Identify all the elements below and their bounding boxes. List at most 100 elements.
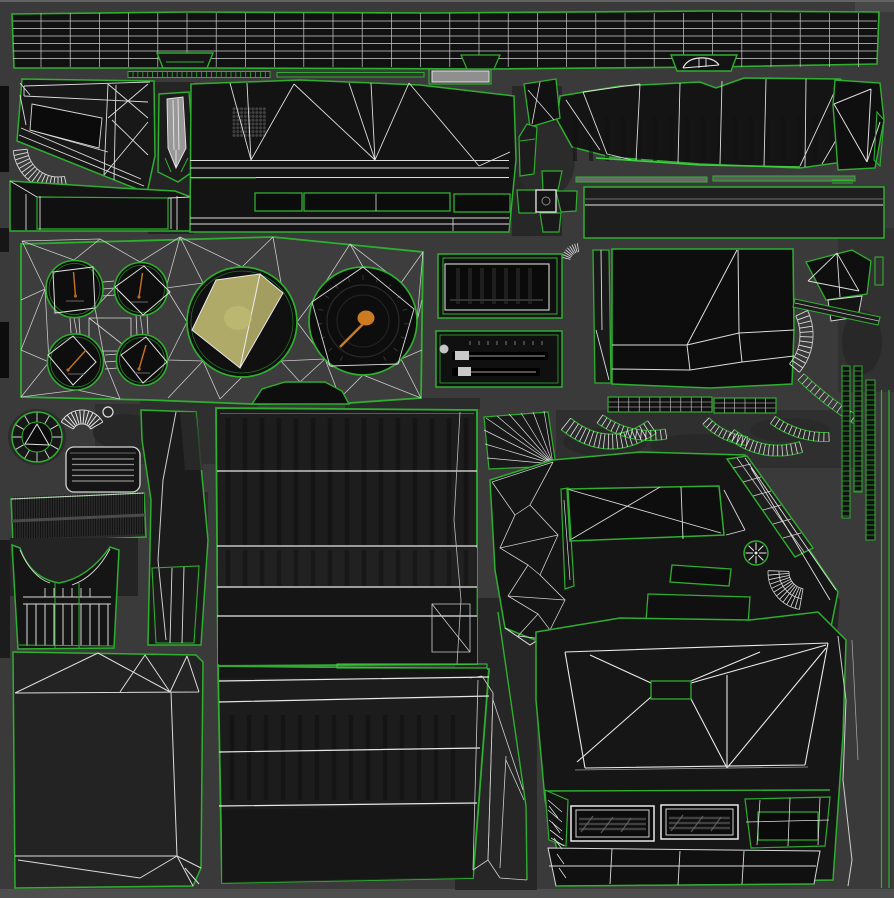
gauge-oil-hub <box>137 295 141 299</box>
doorlow-grille-1-streaks <box>580 815 632 834</box>
doorlow-pocket-dividers <box>549 848 816 886</box>
comb-bars <box>23 596 111 605</box>
ladder-strip-a-rungs <box>842 370 850 517</box>
vent-grid-b-lines <box>714 398 776 413</box>
door-right-wires <box>723 457 837 601</box>
doorlow-armrest-top <box>544 789 831 792</box>
door-rib-fan <box>767 570 804 610</box>
gauge-fuel-hub <box>66 368 70 372</box>
bench-pleats <box>573 115 833 161</box>
tray-recess <box>36 196 169 230</box>
vent-diag-strip-line <box>794 302 880 322</box>
shifter-boot-line <box>519 138 536 142</box>
wheel-hub <box>21 421 53 453</box>
comb-horn-left <box>19 549 51 584</box>
door-rib-fan-arcs <box>767 570 804 610</box>
seatback-side-wire <box>453 411 462 665</box>
cushion-gusset-wires <box>469 675 494 871</box>
window-crank-dot <box>754 551 758 555</box>
gauge-oil <box>113 261 169 317</box>
bpillar-wires <box>169 566 185 644</box>
door-window <box>566 485 725 542</box>
speedo-wire-pentagon <box>311 266 415 367</box>
doorlow-pocket-bottom <box>555 883 815 887</box>
gauge-temp-needle <box>138 344 147 370</box>
gauge-clock-ring <box>190 270 294 374</box>
seatback-pleats <box>225 418 469 546</box>
trim-strip <box>276 72 425 78</box>
heater-lever-2 <box>458 367 471 376</box>
bg-patch-left-a <box>0 86 9 172</box>
shifter-flap-top <box>541 170 563 191</box>
vent-grid-a-lines <box>608 397 712 412</box>
roof-handle-recess <box>669 54 739 72</box>
doorcard-panel <box>611 248 795 389</box>
ruler-ticks <box>132 72 266 77</box>
cushion-top-dark <box>219 668 487 678</box>
clock-tan-highlight <box>224 306 252 330</box>
doorlow-grille-2-streaks <box>670 814 722 833</box>
dashbox-panel <box>29 103 103 149</box>
seatback-seams <box>217 470 477 617</box>
comb-teeth <box>26 604 109 646</box>
roof-handle-wires <box>682 58 720 69</box>
ladder-strip-a <box>841 365 851 519</box>
speaker-top-edge <box>10 492 145 500</box>
wheel-spokes <box>12 412 62 462</box>
door-frame-sliver-wire <box>563 499 571 581</box>
roof-grid-cols <box>40 13 859 67</box>
mirror-wires <box>807 252 860 298</box>
doorlow-endcap <box>544 789 569 847</box>
doorlow-clip <box>650 680 692 700</box>
gauge-volts-needle <box>72 271 77 297</box>
roof-grid-island <box>11 10 880 70</box>
mirror-sliver <box>874 256 884 286</box>
door-edge-curve-b <box>851 639 859 761</box>
kick-green-edge <box>497 611 528 881</box>
dash-hlines <box>190 160 509 225</box>
floorpan-island <box>12 651 204 889</box>
bench-bottom-accent <box>595 157 801 168</box>
doorlow-switch-inner <box>757 811 819 841</box>
speedo-ring-thin <box>326 284 400 358</box>
speedo-hub <box>357 310 375 326</box>
corner-sliver <box>873 110 885 168</box>
shifter-knob <box>541 196 551 206</box>
dash-recess-ticks <box>375 194 454 231</box>
cushion-seams <box>218 676 490 807</box>
duct-arc-4 <box>727 429 803 456</box>
column-ribs <box>60 410 104 430</box>
vent-grid-b <box>713 397 777 414</box>
heater-lever-1 <box>455 351 469 360</box>
roof-grid-rows <box>13 20 877 59</box>
shifter-center <box>535 189 557 213</box>
gauge-temp-hub <box>137 367 141 371</box>
seat-top-hump <box>250 381 351 405</box>
cushion-bottom-shade <box>222 806 474 883</box>
doorlow-grille-2-inner <box>665 808 734 836</box>
shifter-flap-right <box>555 190 578 213</box>
shifter-flap-left <box>516 189 537 214</box>
pillar-wires <box>172 98 180 167</box>
bg-patch-top-right-corner <box>855 2 894 12</box>
seatback-roll-pleats <box>225 550 469 586</box>
column-ribs-arcs <box>60 409 104 430</box>
floorpan-wires <box>14 652 202 887</box>
dash-zigzag <box>229 82 511 167</box>
speaker-mid <box>11 513 146 523</box>
dashbox-wires <box>18 81 151 187</box>
cushion-top-strip <box>336 663 488 669</box>
gauge-oil-needle <box>138 272 144 298</box>
door-window-wires <box>566 486 722 541</box>
radio-face <box>444 263 550 311</box>
bench-wing <box>523 78 561 128</box>
heater-blob <box>439 344 449 354</box>
tray-wires <box>9 180 192 230</box>
doorlow-trap <box>564 642 829 769</box>
bottom-gutter <box>0 889 894 898</box>
door-pillar-rungs <box>732 463 802 539</box>
gauge-volts-hub <box>73 294 78 298</box>
trim-strip-right-a <box>575 176 708 183</box>
bg-patch-left-c <box>0 322 9 378</box>
